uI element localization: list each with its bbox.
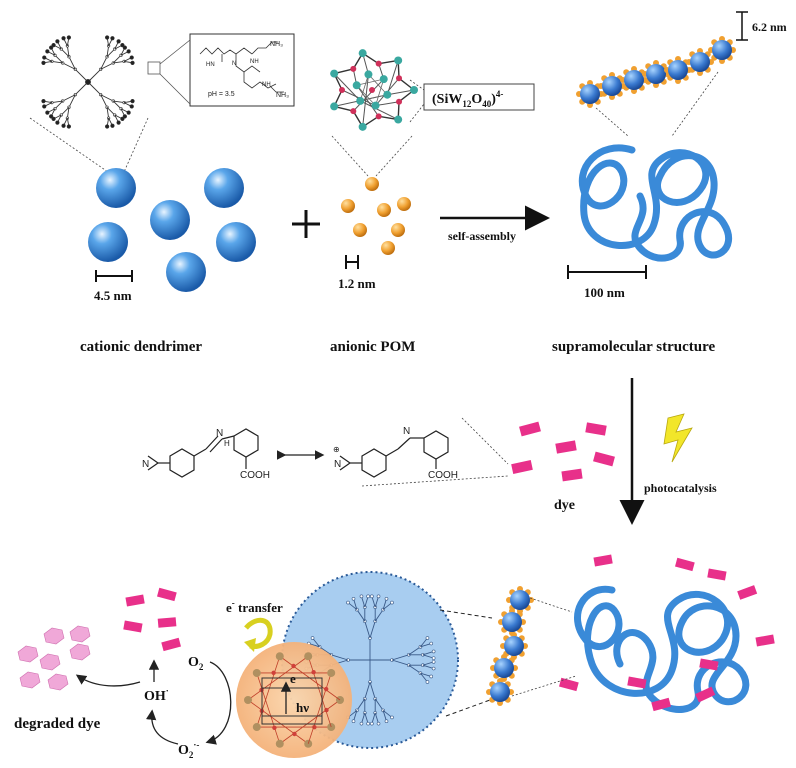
photocatalysis-label: photocatalysis [644,481,717,495]
pom-halo [236,642,352,758]
chain-width-marker [736,11,748,41]
electron-label: e [290,671,296,686]
svg-text:N: N [232,61,236,67]
o2-radical-label: O2·- [178,740,199,760]
dendrimer-chemical-box: NH₃ NH₃ HN N NH NH pH = 3.5 [189,33,295,107]
dye-molecules-left [123,587,181,652]
pom-dendrimer-chain-bottom [486,586,534,706]
plus-sign [292,210,320,238]
self-assembly-label: self-assembly [448,229,516,243]
coil-scale-bar [567,265,647,279]
o2-radical-sup: ·- [193,740,199,750]
pom-formula-sup: 4- [496,89,504,99]
oh-radical-label: OH· [144,686,169,704]
oh-radical-text: OH [144,689,166,704]
svg-text:NH₃: NH₃ [276,92,289,99]
ph-label: pH = 3.5 [208,91,235,98]
cooh-right: COOH [428,470,458,481]
dye-label: dye [554,498,575,513]
degraded-dye-label: degraded dye [14,716,101,732]
svg-text:N: N [142,459,149,470]
svg-text:HN: HN [206,62,215,68]
svg-text:(SiW12O40)4-: (SiW12O40)4- [432,89,503,109]
e-transfer-rest: transfer [235,600,283,615]
oh-radical-sup: · [166,686,169,696]
cationic-dendrimer-label: cationic dendrimer [80,339,202,355]
dye-molecules [511,421,615,482]
dendrimer-scale-bar [95,270,133,282]
pom-formula-box: (SiW12O40)4- [423,83,535,111]
svg-text:NH₃: NH₃ [270,41,283,48]
supramolecular-structure-label: supramolecular structure [552,339,716,355]
o2-sub: 2 [199,662,204,672]
pom-formula: (SiW [432,92,462,107]
supramolecular-coil-bottom [574,585,750,713]
svg-text:NH: NH [262,82,271,88]
hv-label: hν [296,700,309,715]
anionic-pom-label: anionic POM [330,339,415,355]
pom-formula-end: ) [491,92,496,107]
pom-spheres [341,177,411,255]
o2-radical-sub: 2 [189,750,194,760]
svg-text:N: N [216,428,223,439]
dye-molecules-bottom [559,554,775,712]
dye-structure-right [339,430,449,478]
e-transfer-e: e [226,600,232,615]
pom-formula-sub1: 12 [462,99,472,109]
dendrimer-structure [41,35,135,129]
coil-scale-label: 100 nm [584,285,625,300]
dendrimer-spheres [88,168,256,292]
pom-size-label: 1.2 nm [338,276,376,291]
svg-text:⊕: ⊕ [333,445,340,454]
pom-formula-mid: O [471,92,482,107]
pom-scale-bar [345,255,359,269]
e-transfer-label: e- transfer [226,598,283,615]
svg-text:N: N [403,426,410,437]
svg-text:NH: NH [250,59,259,65]
svg-text:N: N [334,459,341,470]
pom-dendrimer-chain-top [576,36,736,108]
degraded-dye-molecules [17,625,91,691]
svg-text:H: H [224,439,230,448]
e-transfer-arrow [244,617,273,649]
dendrimer-size-label: 4.5 nm [94,288,132,303]
dye-structure-left [147,428,259,478]
chain-width-label: 6.2 nm [752,20,787,34]
supramolecular-coil-top [578,144,733,262]
pom-formula-sub2: 40 [482,99,492,109]
cooh-left: COOH [240,470,270,481]
o2-text: O [188,655,199,670]
o2-label: O2 [188,655,204,672]
o2-radical-text: O [178,743,189,758]
e-transfer-sup: - [232,598,235,608]
lightning-icon [663,413,693,463]
pom-cluster [330,49,418,131]
